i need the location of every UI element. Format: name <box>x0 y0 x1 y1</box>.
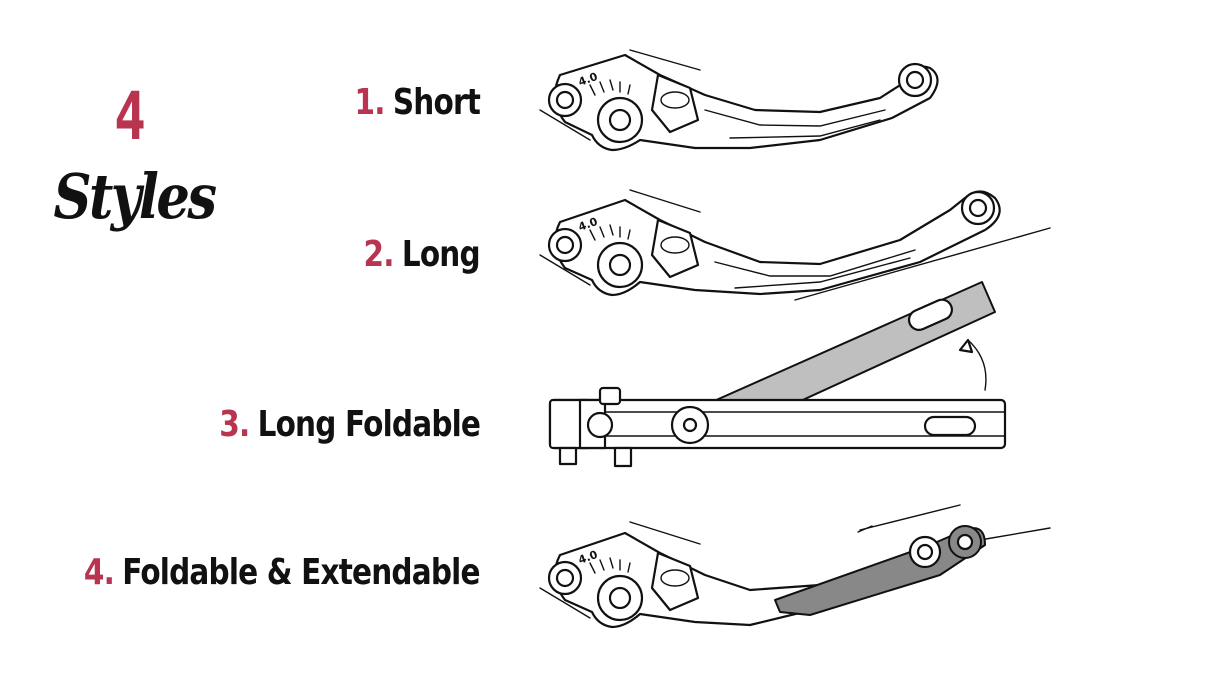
lever-marking: 4.0 <box>577 70 600 89</box>
style-label-foldable-extendable: 4.Foldable & Extendable <box>84 552 481 593</box>
long-lever-illustration: 4.0 <box>539 189 1051 301</box>
lever-marking: 4.0 <box>577 548 600 567</box>
style-index: 4. <box>84 552 115 593</box>
foldable-extendable-lever-illustration: 4.0 <box>539 504 1051 629</box>
style-index: 1. <box>354 82 386 123</box>
style-label-long: 2.Long <box>363 234 481 275</box>
style-name: Short <box>392 82 481 123</box>
style-name: Foldable & Extendable <box>122 552 481 593</box>
heading-word: Styles <box>53 160 217 233</box>
lever-illustrations: 4.0 4.0 <box>539 49 1051 629</box>
heading-number: 4 <box>114 78 146 155</box>
style-name: Long Foldable <box>257 404 480 445</box>
style-index: 2. <box>363 234 395 275</box>
lever-marking: 4.0 <box>577 215 600 234</box>
long-foldable-lever-illustration <box>548 281 1007 468</box>
style-label-short: 1.Short <box>354 82 481 123</box>
style-label-long-foldable: 3.Long Foldable <box>219 404 481 445</box>
short-lever-illustration: 4.0 <box>539 49 939 152</box>
style-index: 3. <box>219 404 250 445</box>
style-name: Long <box>402 234 481 275</box>
